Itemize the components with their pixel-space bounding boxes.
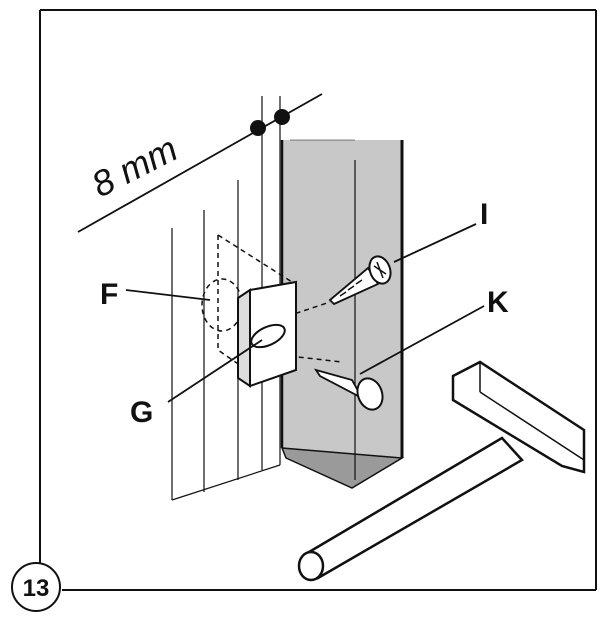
nail xyxy=(313,368,384,411)
step-number-badge: 13 xyxy=(11,562,61,612)
leader-lines xyxy=(125,223,485,403)
screw xyxy=(328,255,392,306)
hammer xyxy=(297,360,586,582)
post xyxy=(280,139,405,489)
label-f: F xyxy=(100,278,118,311)
frame-border xyxy=(39,9,597,591)
label-g: G xyxy=(130,396,153,429)
bracket-plate xyxy=(237,280,297,388)
label-k: K xyxy=(487,286,509,319)
dimension-line xyxy=(77,93,323,233)
label-i: I xyxy=(480,198,488,231)
step-number: 13 xyxy=(23,575,50,602)
dimension-label: 8 mm xyxy=(85,128,184,205)
